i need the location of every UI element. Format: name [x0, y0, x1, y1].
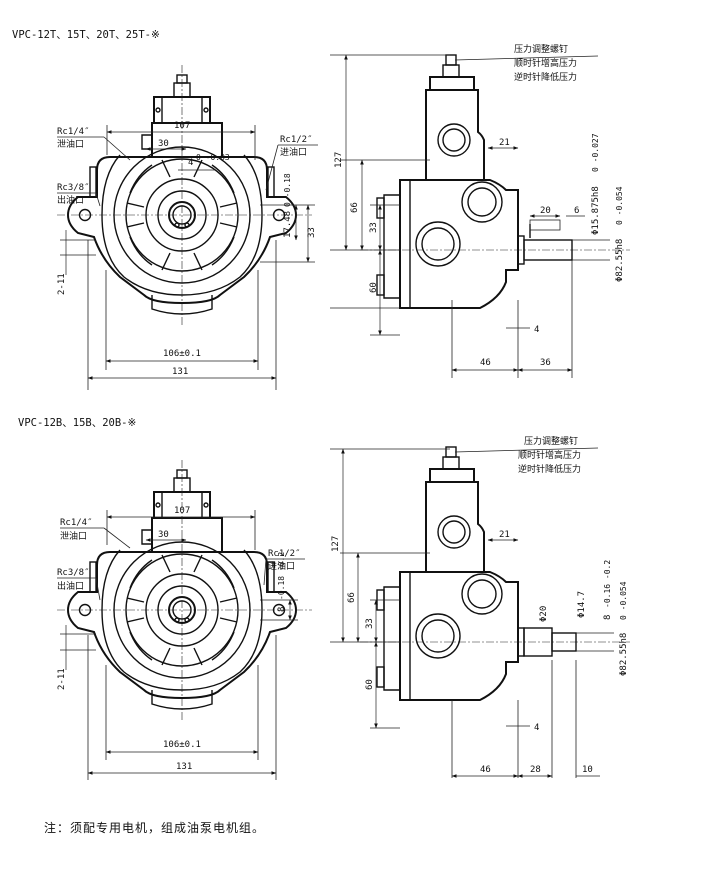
adjust-note-line1: 压力调整螺钉: [524, 435, 578, 447]
svg-text:33: 33: [369, 222, 379, 233]
svg-text:20: 20: [540, 206, 551, 216]
svg-text:8: 8: [603, 615, 613, 620]
svg-text:6: 6: [574, 206, 579, 216]
section-title: VPC-12B、15B、20B-※: [18, 417, 137, 429]
svg-text:Φ82.55h8: Φ82.55h8: [615, 239, 625, 282]
svg-text:66: 66: [347, 592, 357, 603]
svg-text:21: 21: [499, 530, 510, 540]
svg-text:顺时针增高压力: 顺时针增高压力: [514, 57, 577, 69]
svg-text:-0.16 -0.2: -0.16 -0.2: [603, 560, 612, 608]
bottom-section: VPC-12B、15B、20B-※ 107 30 8 -0.18 -0.2 2-…: [18, 417, 631, 780]
svg-text:0 -0.18: 0 -0.18: [283, 173, 292, 207]
svg-text:泄油口: 泄油口: [57, 138, 84, 150]
svg-text:107: 107: [174, 121, 190, 131]
footnote: 注：须配专用电机，组成油泵电机组。: [44, 821, 266, 835]
svg-text:8: 8: [277, 607, 287, 612]
svg-text:-0.18 -0.2: -0.18 -0.2: [277, 552, 286, 600]
svg-text:66: 66: [350, 202, 360, 213]
svg-text:4: 4: [534, 723, 539, 733]
svg-text:107: 107: [174, 506, 190, 516]
svg-text:出油口: 出油口: [57, 194, 84, 206]
front-view-dimensions: 107 30 4 0 -0.03 17.48 0 -0.18 33 2-11: [57, 121, 317, 390]
svg-text:28: 28: [530, 765, 541, 775]
svg-text:Φ15.875h8: Φ15.875h8: [591, 186, 601, 235]
section-title: VPC-12T、15T、20T、25T-※: [12, 29, 160, 41]
svg-text:46: 46: [480, 765, 491, 775]
svg-text:33: 33: [365, 618, 375, 629]
side-view-dimensions: 压力调整螺钉 顺时针增高压力 逆时针降低压力 127 66 33 60 21 2: [330, 43, 625, 378]
inlet-port-label: Rc1/2″: [268, 549, 301, 559]
svg-text:Φ20: Φ20: [539, 606, 549, 622]
svg-text:36: 36: [540, 358, 551, 368]
svg-text:4: 4: [188, 158, 193, 168]
svg-text:逆时针降低压力: 逆时针降低压力: [514, 71, 577, 83]
side-view-dimensions: 压力调整螺钉 顺时针增高压力 逆时针降低压力 127 66 33 60 21 Φ…: [330, 435, 629, 778]
top-section: VPC-12T、15T、20T、25T-※ 107 30 4 0 -0.03 1…: [12, 29, 631, 390]
svg-text:进油口: 进油口: [268, 560, 295, 572]
front-view: [56, 64, 313, 326]
front-view-dimensions: 107 30 8 -0.18 -0.2 2-11 106±0.1 131: [57, 506, 298, 780]
svg-text:0 -0.054: 0 -0.054: [619, 581, 628, 620]
svg-text:10: 10: [582, 765, 593, 775]
inlet-port-label: Rc1/2″: [280, 135, 313, 145]
svg-text:2-11: 2-11: [57, 273, 67, 295]
svg-text:30: 30: [158, 530, 169, 540]
svg-text:17.48: 17.48: [283, 211, 293, 238]
svg-text:泄油口: 泄油口: [60, 530, 87, 542]
front-view: [56, 459, 313, 721]
port-labels: Rc1/4″ 泄油口 Rc3/8″ 出油口 Rc1/2″ 进油口: [57, 518, 305, 601]
svg-text:顺时针增高压力: 顺时针增高压力: [518, 449, 581, 461]
svg-text:4: 4: [534, 325, 539, 335]
svg-text:0 -0.03: 0 -0.03: [196, 153, 230, 162]
svg-text:Φ14.7: Φ14.7: [577, 591, 587, 618]
adjust-note-line1: 压力调整螺钉: [514, 43, 568, 55]
svg-text:21: 21: [499, 138, 510, 148]
svg-text:127: 127: [331, 536, 341, 552]
outlet-port-label: Rc3/8″: [57, 568, 90, 578]
svg-text:进油口: 进油口: [280, 146, 307, 158]
port-labels: Rc1/4″ 泄油口 Rc3/8″ 出油口 Rc1/2″ 进油口: [57, 127, 318, 207]
drain-port-label: Rc1/4″: [57, 127, 90, 137]
svg-text:33: 33: [307, 227, 317, 238]
outlet-port-label: Rc3/8″: [57, 183, 90, 193]
side-view: [359, 446, 631, 701]
svg-text:30: 30: [158, 139, 169, 149]
svg-text:出油口: 出油口: [57, 580, 84, 592]
svg-text:60: 60: [369, 282, 379, 293]
svg-text:Φ82.55h8: Φ82.55h8: [619, 633, 629, 676]
svg-text:127: 127: [334, 152, 344, 168]
svg-text:106±0.1: 106±0.1: [163, 740, 201, 750]
svg-text:2-11: 2-11: [57, 668, 67, 690]
svg-text:131: 131: [172, 367, 188, 377]
side-view: [359, 54, 631, 309]
drain-port-label: Rc1/4″: [60, 518, 93, 528]
svg-text:0 -0.027: 0 -0.027: [591, 133, 600, 172]
svg-text:0 -0.054: 0 -0.054: [615, 186, 624, 225]
svg-text:46: 46: [480, 358, 491, 368]
svg-text:131: 131: [176, 762, 192, 772]
svg-text:60: 60: [365, 679, 375, 690]
svg-text:逆时针降低压力: 逆时针降低压力: [518, 463, 581, 475]
svg-text:106±0.1: 106±0.1: [163, 349, 201, 359]
